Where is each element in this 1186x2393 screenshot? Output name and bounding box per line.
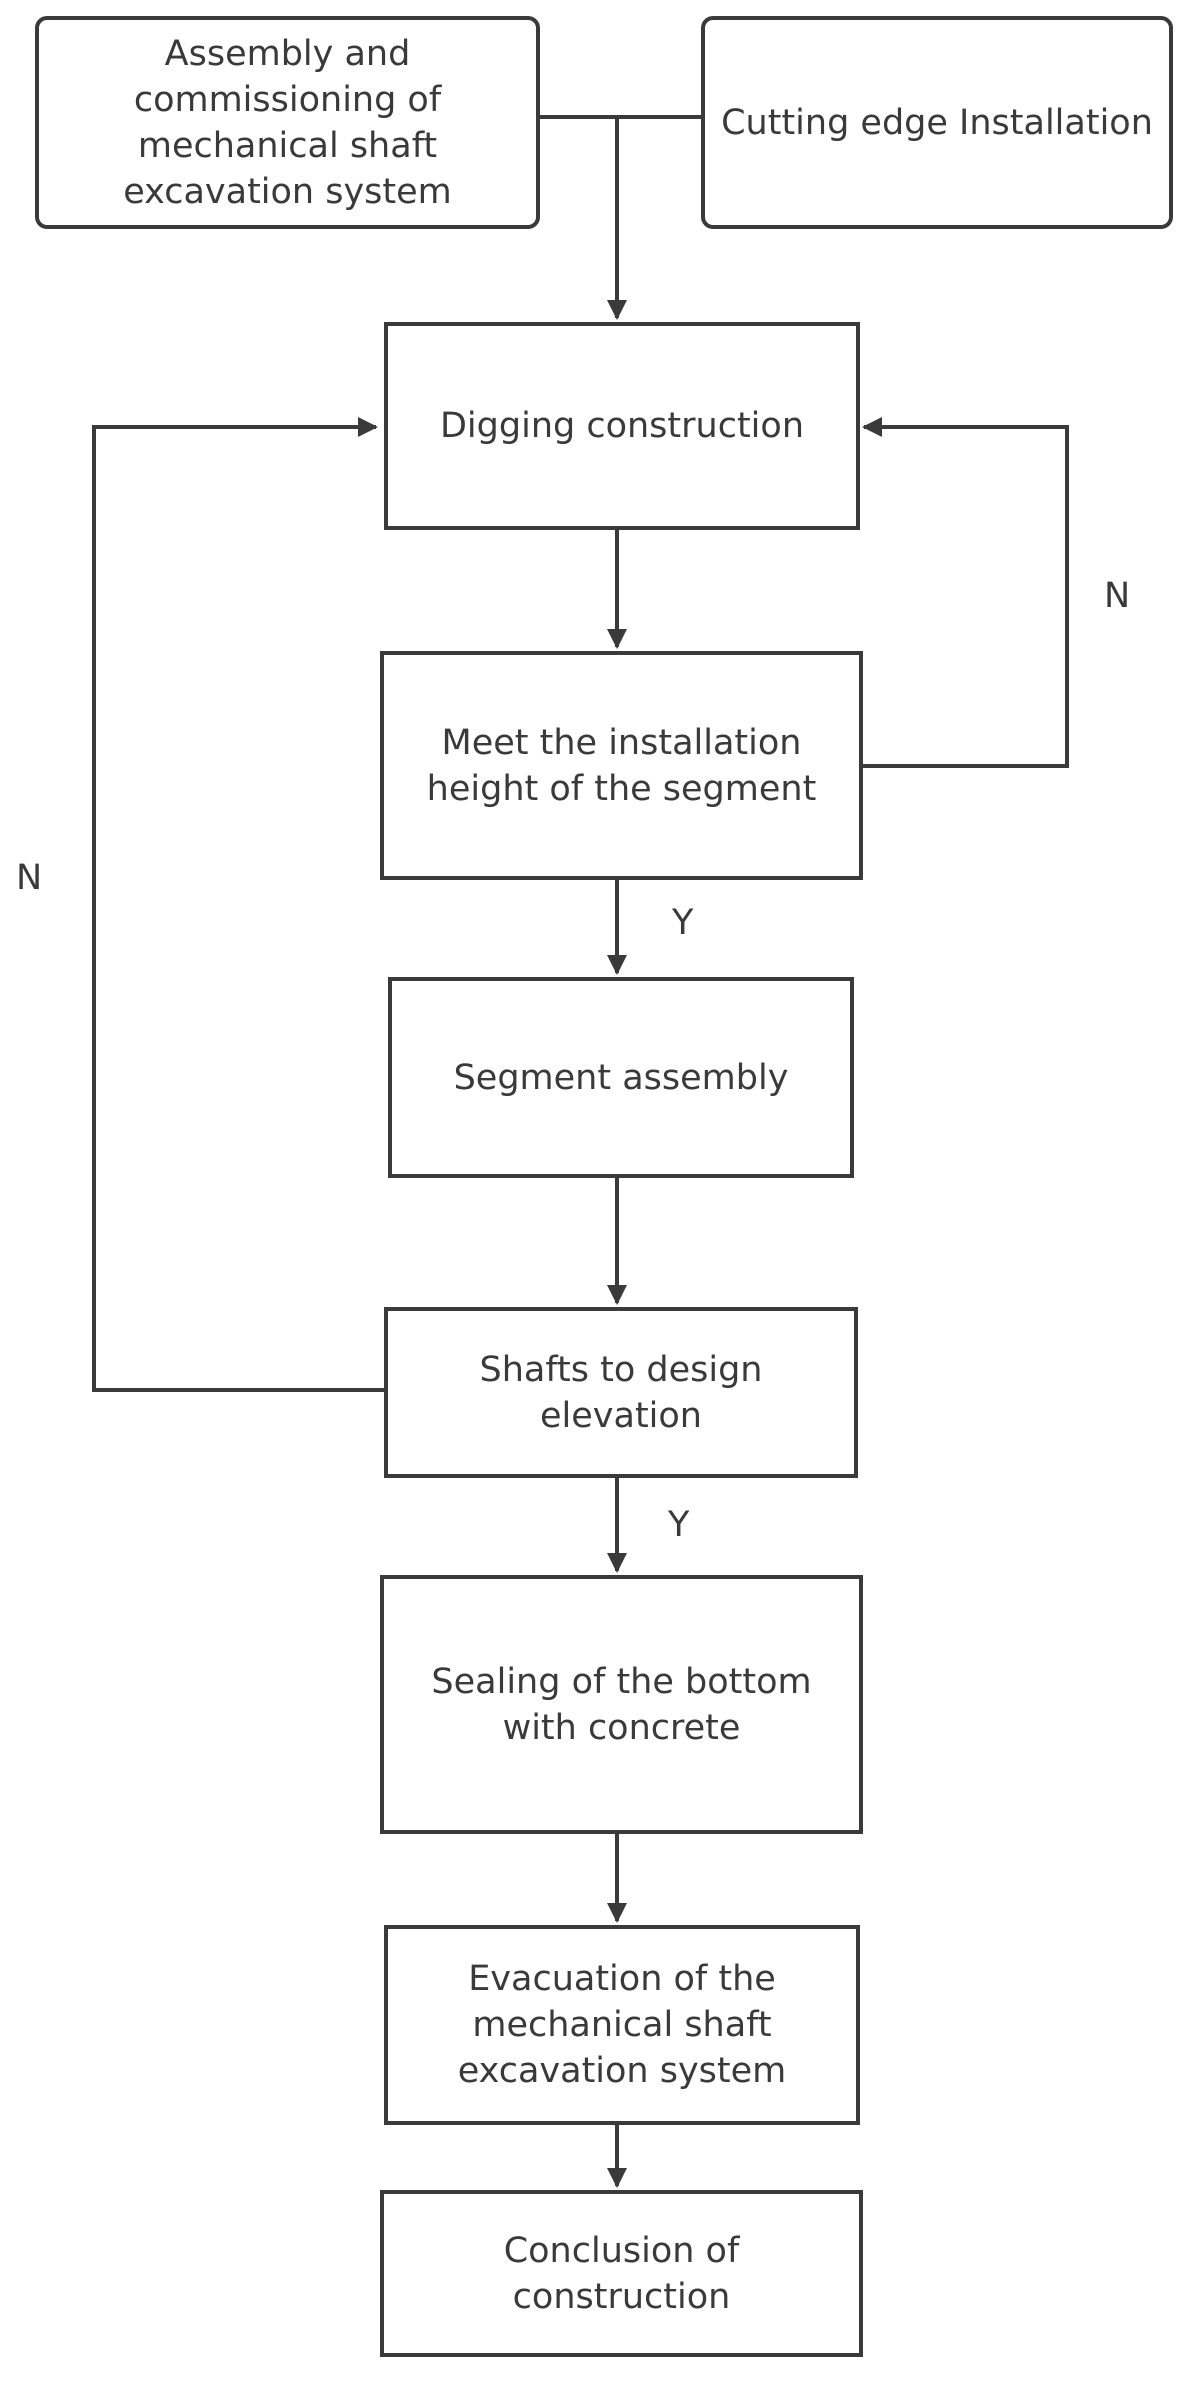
arrow-loop-right-no [862, 417, 1069, 768]
node-segment-assembly: Segment assembly [388, 977, 854, 1178]
node-assembly-commissioning: Assembly and commissioning of mechanical… [35, 16, 540, 229]
label-yes-to-segment-assembly: Y [672, 903, 694, 943]
node-meet-installation-height: Meet the installation height of the segm… [380, 651, 863, 880]
arrow-loop-left-no [92, 417, 384, 1392]
node-shafts-design-elevation: Shafts to design elevation [384, 1307, 858, 1478]
label-yes-to-sealing: Y [668, 1505, 690, 1545]
label-no-left-loop: N [16, 858, 43, 898]
node-sealing-bottom-concrete: Sealing of the bottom with concrete [380, 1575, 863, 1834]
node-evacuation-excavation-system: Evacuation of the mechanical shaft excav… [384, 1925, 860, 2125]
label-no-right-loop: N [1104, 576, 1131, 616]
node-digging-construction: Digging construction [384, 322, 860, 530]
node-conclusion-construction: Conclusion of construction [380, 2190, 863, 2357]
node-cutting-edge-installation: Cutting edge Installation [701, 16, 1173, 229]
